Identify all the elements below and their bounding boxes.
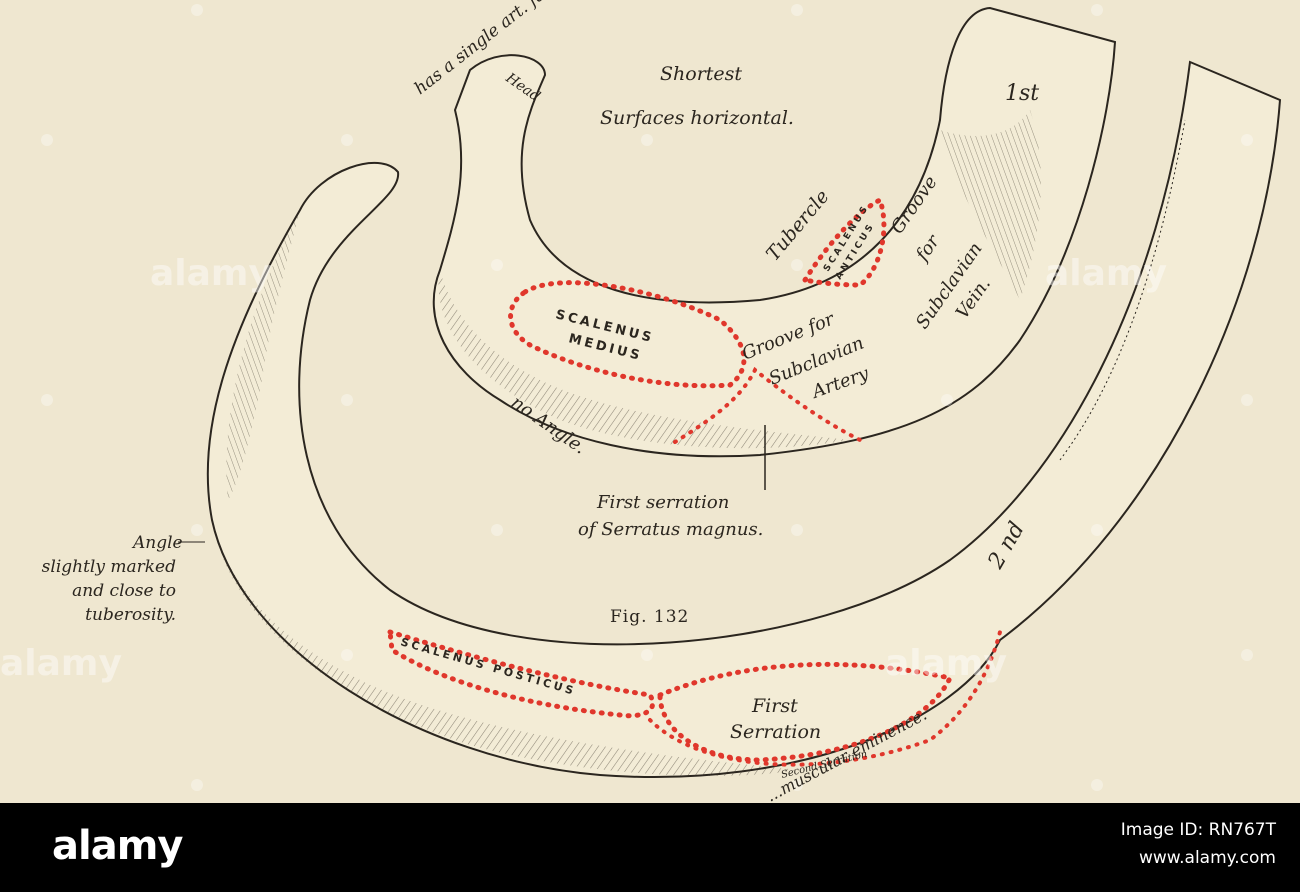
label-shortest: Shortest <box>660 63 742 85</box>
muscle-attachments <box>387 196 1002 767</box>
label-first-rib: 1st <box>1005 81 1039 106</box>
second-rib <box>206 60 1282 779</box>
first-serration-line <box>673 366 862 444</box>
site-url[interactable]: www.alamy.com <box>1138 848 1276 868</box>
label-first-serration-1: First serration <box>596 492 729 513</box>
label-angle-3: and close to <box>72 581 176 601</box>
label-first-serration-area-2: Serration <box>730 721 821 743</box>
alamy-logo: alamy <box>52 823 183 869</box>
label-angle-4: tuberosity. <box>85 605 176 625</box>
watermark: alamy <box>150 253 272 294</box>
watermark: alamy <box>885 643 1007 684</box>
first-serration-area <box>657 661 954 763</box>
figure-number: Fig. 132 <box>610 607 689 627</box>
second-serration-area <box>648 630 1002 767</box>
anatomy-plate: alamy alamy alamy alamy Shortest Surface… <box>0 0 1300 803</box>
watermark-layer: alamy alamy alamy alamy <box>0 4 1253 791</box>
watermark: alamy <box>1045 253 1167 294</box>
scalenus-medius-area <box>508 280 747 389</box>
label-angle-1: Angle <box>131 533 183 553</box>
label-first-serration-2: of Serratus magnus. <box>578 519 763 540</box>
label-angle-2: slightly marked <box>42 557 176 577</box>
stock-footer-bar: alamy Image ID: RN767T www.alamy.com <box>0 803 1300 892</box>
rib-illustration: alamy alamy alamy alamy Shortest Surface… <box>0 0 1282 803</box>
watermark: alamy <box>0 643 122 684</box>
scalenus-anticus-area <box>800 196 887 288</box>
first-rib <box>432 6 1117 490</box>
image-meta: Image ID: RN767T www.alamy.com <box>1121 817 1276 873</box>
image-id: Image ID: RN767T <box>1120 820 1276 840</box>
label-surfaces: Surfaces horizontal. <box>600 107 794 129</box>
label-tubercle: Tubercle <box>762 186 834 266</box>
scalenus-posticus-area <box>387 628 655 719</box>
label-first-serration-area-1: First <box>751 695 798 717</box>
